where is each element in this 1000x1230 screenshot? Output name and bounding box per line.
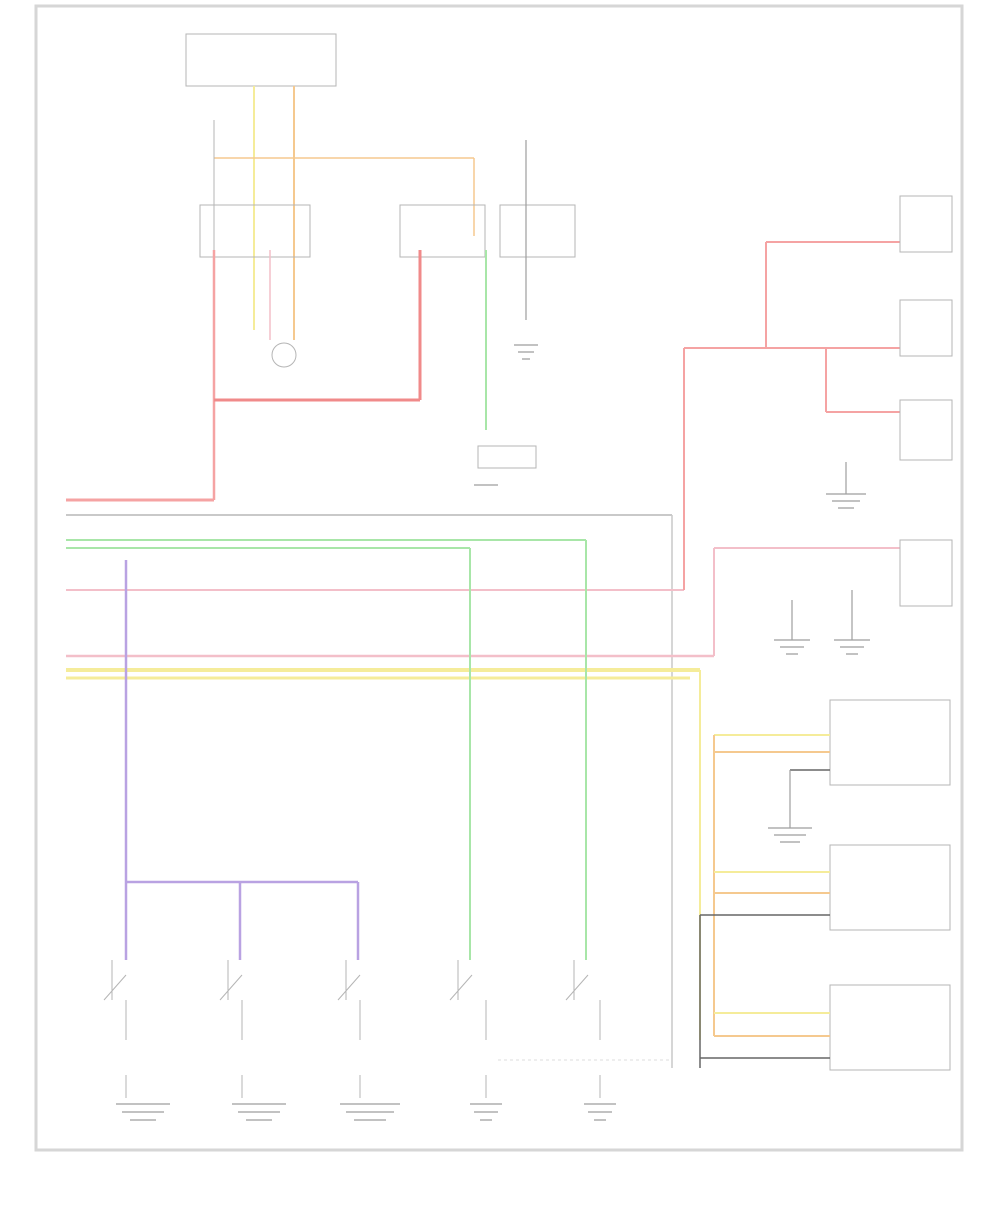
bottom-wires [124, 540, 672, 1061]
bottom-switches [103, 960, 616, 1121]
relay-block-left [199, 120, 311, 368]
switch-1 [103, 960, 170, 1121]
bus-wires [66, 514, 714, 1068]
switch-2 [219, 960, 286, 1121]
top-connector [185, 33, 475, 340]
switch-4 [449, 960, 502, 1121]
right-modules [699, 670, 951, 1071]
right-switch-group [683, 195, 953, 656]
relay-block-right [399, 140, 576, 360]
diagram-frame [34, 4, 964, 1152]
red-wires [66, 250, 422, 502]
green-ground [474, 250, 537, 486]
switch-5 [565, 960, 616, 1121]
switch-3 [337, 960, 400, 1121]
